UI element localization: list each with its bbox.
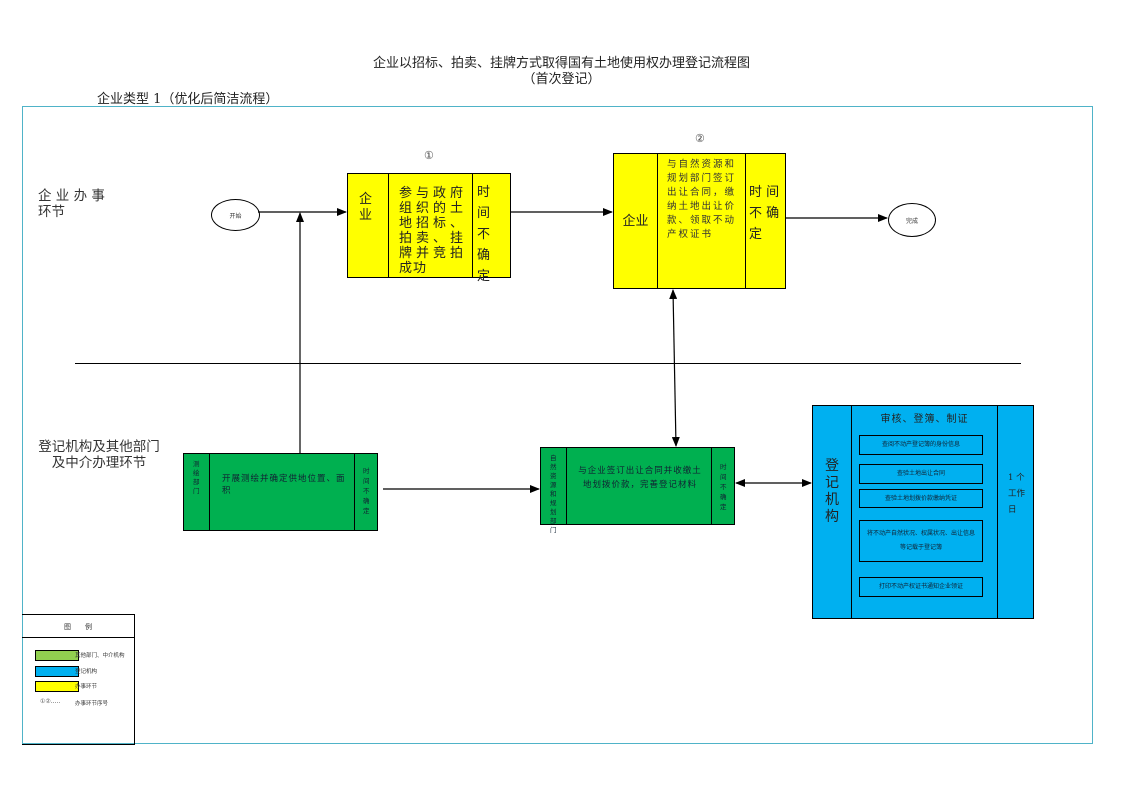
legend-swatch-registry [35,666,79,677]
survey-actor: 测绘部门 [193,460,200,495]
resource-dept-actor: 自然资源和规划部门 [550,454,557,534]
registry-task: 将不动产自然状况、权属状况、出让信息等记载于登记簿 [859,520,983,562]
step2-actor: 企业 [622,213,649,229]
category-label: 企业类型 1（优化后简洁流程） [97,92,279,107]
step2-time: 时 间 不 确 定 [745,154,785,288]
step1-description: 参与政府组织的土地招标、拍卖、挂牌并竞拍成功 [388,174,472,277]
registry-time: 1 个 工作 日 [997,406,1033,618]
step1-box[interactable]: 企业 参与政府组织的土地招标、拍卖、挂牌并竞拍成功 时 间 不 确 定 [347,173,511,284]
diagram-subtitle: （首次登记） [522,72,601,87]
registry-actor: 登记机构 [825,458,839,525]
legend-title: 图 例 [22,615,134,638]
lane-label-line: 企 业 办 事 [38,188,105,204]
lane-divider [75,363,1021,364]
registry-box[interactable]: 登记机构 审核、登簿、制证 查阅不动产登记簿的身份信息 查验土地出让合同 查验土… [812,405,1034,619]
legend-label: 办事环节 [75,684,98,690]
registry-task: 查验土地出让合同 [859,464,983,484]
legend: 图 例 其他部门、中介机构 登记机构 办事环节 ①②..... 办事环节序号 [22,614,135,745]
survey-box[interactable]: 测绘部门 开展测绘并确定供地位置、面积 时间不确定 [183,453,378,531]
start-node[interactable]: 开始 [211,199,260,231]
legend-label: 其他部门、中介机构 [75,653,125,659]
step1-actor: 企业 [348,174,388,277]
registry-task: 查验土地划拨价款缴纳凭证 [859,489,983,508]
legend-label: 登记机构 [75,669,98,675]
lane-label-line: 环节 [38,204,65,220]
lane-label-agencies: 登记机构及其他部门 及中介办理环节 [36,439,162,471]
end-node[interactable]: 完成 [888,203,936,237]
resource-dept-box[interactable]: 自然资源和规划部门 与企业签订出让合同并收缴土地划拨价款，完善登记材料 时间不确… [540,447,735,534]
diagram-frame [22,106,1093,744]
legend-swatch-other-dept [35,650,79,661]
step-number-2: ② [695,132,705,145]
resource-dept-description: 与企业签订出让合同并收缴土地划拨价款，完善登记材料 [566,448,711,524]
diagram-title: 企业以招标、拍卖、挂牌方式取得国有土地使用权办理登记流程图 [372,56,750,71]
step-number-1: ① [424,149,434,162]
lane-label-line: 登记机构及其他部门 [38,439,160,455]
legend-label: 办事环节序号 [75,701,109,707]
step2-box[interactable]: 企业 与自然资源和规划部门签订出让合同，缴纳土地出让价款、领取不动产权证书 时 … [613,153,786,289]
legend-swatch-step [35,681,79,692]
resource-dept-time: 时间不确定 [711,448,734,524]
registry-tasks-column: 审核、登簿、制证 查阅不动产登记簿的身份信息 查验土地出让合同 查验土地划拨价款… [851,406,997,618]
legend-numbering-symbol: ①②..... [40,698,61,705]
survey-time: 时间不确定 [354,454,377,530]
step1-actor-text: 企业 [359,192,373,223]
survey-description: 开展测绘并确定供地位置、面积 [209,454,354,530]
step1-time: 时 间 不 确 定 [472,174,510,284]
arrow-step2-resource-dept [669,289,680,447]
registry-task: 查阅不动产登记簿的身份信息 [859,435,983,455]
lane-label-line: 及中介办理环节 [51,455,147,471]
step2-description: 与自然资源和规划部门签订出让合同，缴纳土地出让价款、领取不动产权证书 [657,154,745,288]
registry-header: 审核、登簿、制证 [880,414,969,425]
registry-task: 打印不动产权证书通知企业领证 [859,577,983,597]
lane-label-enterprise: 企 业 办 事 环节 [38,188,105,220]
